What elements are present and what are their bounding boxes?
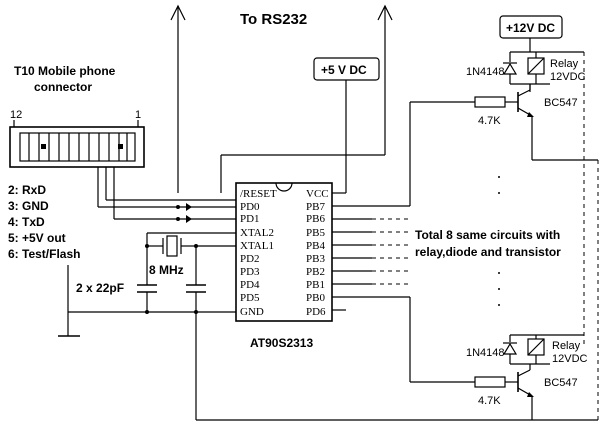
pin-pb2: PB2 <box>306 266 325 278</box>
pin-vcc: VCC <box>306 188 329 200</box>
title: To RS232 <box>240 11 307 28</box>
relay-bottom-label: Relay <box>552 340 581 352</box>
relay-circuit-bottom <box>474 334 584 420</box>
rs232-arrow-right <box>220 4 393 193</box>
pin-xtal2: XTAL2 <box>240 227 274 239</box>
pin-gnd: GND <box>240 306 264 318</box>
relay-top-label: Relay <box>550 58 579 70</box>
relay-bottom-voltage: 12VDC <box>552 353 588 365</box>
transistor-bottom-label: BC547 <box>544 377 578 389</box>
pin-pb4: PB4 <box>306 240 325 252</box>
connector-pin-1-label: 1 <box>135 109 141 121</box>
connector-pin-3: 3: GND <box>8 199 49 213</box>
pin-pb5: PB5 <box>306 227 325 239</box>
pin-pd0: PD0 <box>240 201 260 213</box>
mcu-chip <box>235 182 333 322</box>
vcc-12v-label-box <box>499 15 563 39</box>
mcu-right-pins: VCC PB7 PB6 PB5 PB4 PB3 PB2 PB1 PB0 PD6 <box>306 188 329 318</box>
mcu-left-pins: /RESET PD0 PD1 XTAL2 XTAL1 PD2 PD3 PD4 P… <box>240 188 277 318</box>
pin-pd4: PD4 <box>240 279 260 291</box>
connector-pin-6: 6: Test/Flash <box>8 247 80 261</box>
note-line2: relay,diode and transistor <box>415 245 561 259</box>
diode-top-label: 1N4148 <box>466 66 505 78</box>
vcc-12v-label: +12V DC <box>506 21 555 35</box>
resistor-bottom-label: 4.7K <box>478 395 501 407</box>
connector-pin-4: 4: TxD <box>8 215 45 229</box>
pin-reset: /RESET <box>240 188 277 200</box>
connector-pin-5: 5: +5V out <box>8 231 66 245</box>
diode-bottom-label: 1N4148 <box>466 347 505 359</box>
resistor-top-label: 4.7K <box>478 115 501 127</box>
mcu-output-wires <box>332 101 475 383</box>
connector-pin-2: 2: RxD <box>8 183 46 197</box>
transistor-top-label: BC547 <box>544 97 578 109</box>
pin-xtal1: XTAL1 <box>240 240 274 252</box>
phone-connector <box>9 120 145 168</box>
ground-return-wire <box>195 159 599 421</box>
pin-pb7: PB7 <box>306 201 325 213</box>
pin-pb6: PB6 <box>306 213 325 225</box>
rs232-arrow-left <box>170 4 186 193</box>
vcc-5v-label: +5 V DC <box>321 63 367 77</box>
connector-wires <box>58 167 236 337</box>
pin-pd1: PD1 <box>240 213 260 225</box>
mcu-name: AT90S2313 <box>250 336 313 350</box>
connector-title-line2: connector <box>34 80 92 94</box>
pin-pb3: PB3 <box>306 253 325 265</box>
note-line1: Total 8 same circuits with <box>415 228 560 242</box>
pin-pd5: PD5 <box>240 292 260 304</box>
pin-pd6: PD6 <box>306 306 326 318</box>
capacitors <box>137 284 206 314</box>
crystal-oscillator <box>145 232 236 285</box>
capacitor-value: 2 x 22pF <box>76 281 124 295</box>
connector-pin-12-label: 12 <box>10 109 22 121</box>
pin-pb0: PB0 <box>306 292 325 304</box>
pin-pb1: PB1 <box>306 279 325 291</box>
connector-title-line1: T10 Mobile phone <box>14 64 116 78</box>
repeat-dots <box>498 176 500 306</box>
pin-pd3: PD3 <box>240 266 260 278</box>
pin-pd2: PD2 <box>240 253 260 265</box>
crystal-frequency: 8 MHz <box>149 263 184 277</box>
relay-circuit-top <box>474 51 585 345</box>
relay-top-voltage: 12VDC <box>550 71 586 83</box>
